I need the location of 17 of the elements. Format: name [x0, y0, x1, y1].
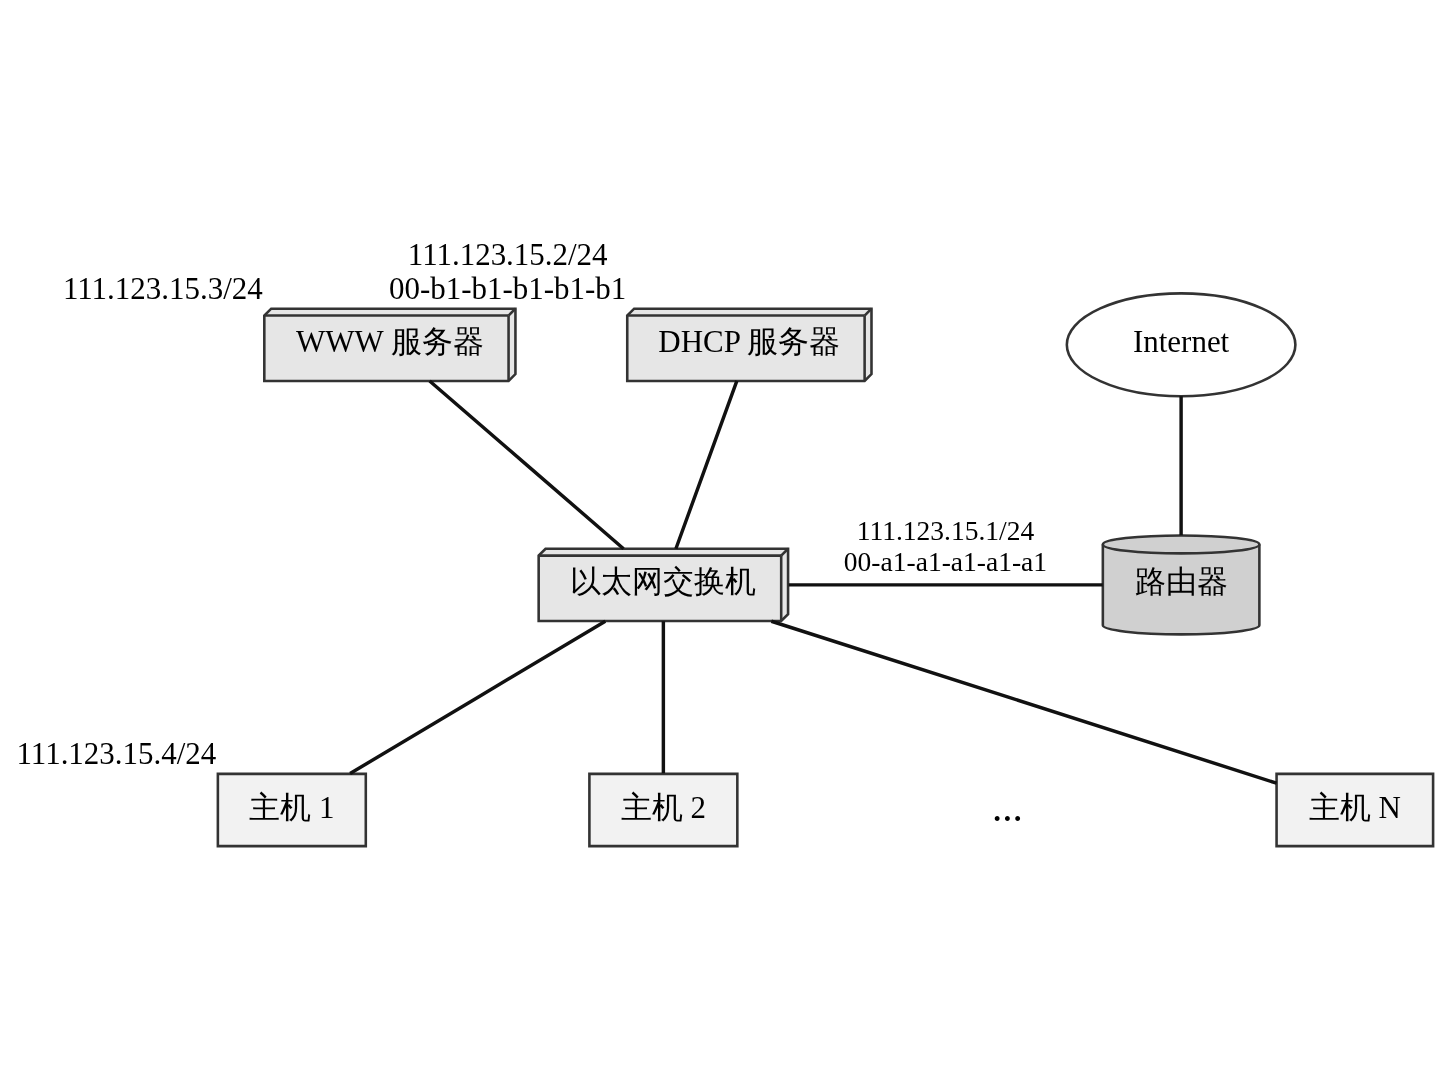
node-label: 111.123.15.4/24 — [16, 736, 217, 772]
label: ... — [991, 783, 1023, 830]
connector — [674, 380, 739, 550]
connector — [788, 583, 1103, 587]
node-label: 111.123.15.3/24 — [62, 271, 263, 307]
node-box: 主机 2 — [588, 772, 739, 848]
node-ellipse: Internet — [1065, 292, 1297, 398]
node-label: 111.123.15.2/24 — [407, 236, 608, 272]
connector — [770, 619, 1278, 785]
connector — [349, 619, 607, 775]
edge-label: 111.123.15.1/24 00-a1-a1-a1-a1-a1 — [843, 514, 1048, 577]
node-box: 主机 1 — [216, 772, 368, 848]
connector — [428, 379, 625, 551]
connector — [661, 621, 666, 774]
connector — [1179, 396, 1183, 536]
node-label: 00-b1-b1-b1-b1-b1 — [389, 271, 627, 307]
node-box: 主机 N — [1275, 772, 1435, 848]
